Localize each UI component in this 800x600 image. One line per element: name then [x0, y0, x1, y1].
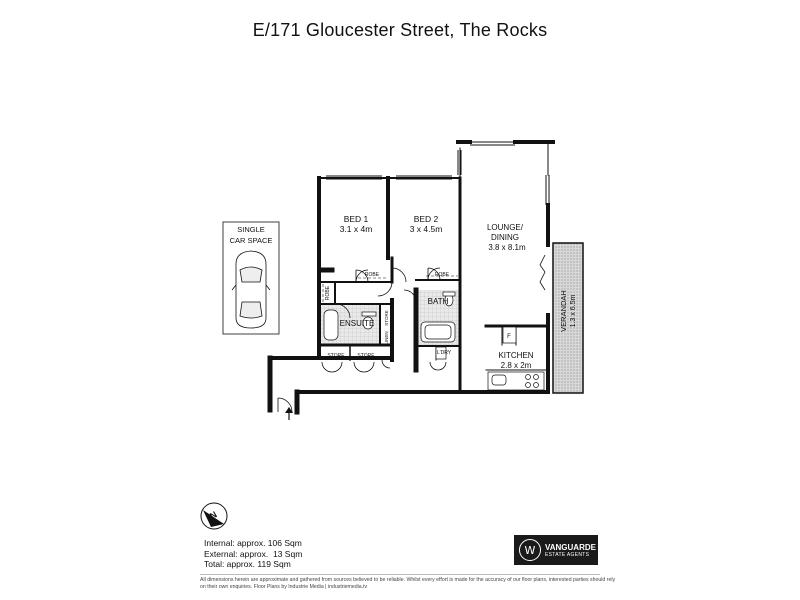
kitchen-name: KITCHEN [498, 351, 533, 360]
robe-label-2: ROBE [435, 272, 450, 278]
store-label-1: STORE [327, 353, 345, 359]
verandah-name: VERANDAH [559, 290, 568, 332]
divider [200, 574, 600, 575]
compass-icon: N [200, 502, 228, 530]
verandah-size: 1.3 x 6.5m [570, 294, 577, 327]
bed1-name: BED 1 [344, 214, 369, 224]
external-area: External: approx. 13 Sqm [204, 548, 303, 559]
agency-tagline: ESTATE AGENTS [545, 551, 590, 558]
area-summary: Internal: approx. 106 Sqm External: appr… [204, 538, 302, 570]
agency-name: VANGUARDE [545, 542, 596, 552]
walls [267, 140, 555, 415]
lounge-name-1: LOUNGE/ [487, 223, 524, 232]
laundry-label: L'DRY [437, 350, 452, 356]
store-label-3: STORE [384, 310, 389, 325]
entry-arrow-icon [285, 407, 293, 420]
car-space: SINGLE CAR SPACE [222, 221, 280, 335]
store-label-2: STORE [357, 353, 375, 359]
lounge-name-2: DINING [491, 233, 519, 242]
total-area: Total: approx. 119 Sqm [204, 559, 291, 569]
room-labels: BED 1 3.1 x 4m BED 2 3 x 4.5m LOUNGE/ DI… [325, 214, 577, 370]
kitchen-size: 2.8 x 2m [501, 361, 532, 370]
bed2-name: BED 2 [414, 214, 439, 224]
robe-rails [322, 275, 458, 302]
robe-label-1: ROBE [365, 272, 380, 278]
internal-area: Internal: approx. 106 Sqm [204, 538, 302, 548]
ensuite-label: ENSUITE [340, 319, 375, 328]
verandah-area [552, 242, 584, 394]
windows [326, 141, 550, 205]
car-space-line2: CAR SPACE [230, 236, 273, 245]
plan-title: E/171 Gloucester Street, The Rocks [252, 20, 548, 40]
robe-label-3: ROBE [325, 285, 331, 300]
car-icon [231, 250, 271, 329]
doors [277, 254, 546, 413]
bath-label: BATH [428, 297, 449, 306]
compass-letter: N [208, 509, 219, 521]
agency-logo: W VANGUARDE ESTATE AGENTS [514, 535, 598, 565]
fixtures [323, 291, 545, 391]
agency-logo-icon: W [519, 539, 541, 561]
bed1-size: 3.1 x 4m [340, 224, 373, 234]
lounge-size: 3.8 x 8.1m [488, 243, 526, 252]
bed2-size: 3 x 4.5m [410, 224, 443, 234]
fridge-label: F [507, 334, 511, 340]
disclaimer: All dimensions herein are approximate an… [200, 577, 616, 590]
linen-label: LINEN [384, 331, 389, 344]
car-space-line1: SINGLE [237, 225, 265, 234]
